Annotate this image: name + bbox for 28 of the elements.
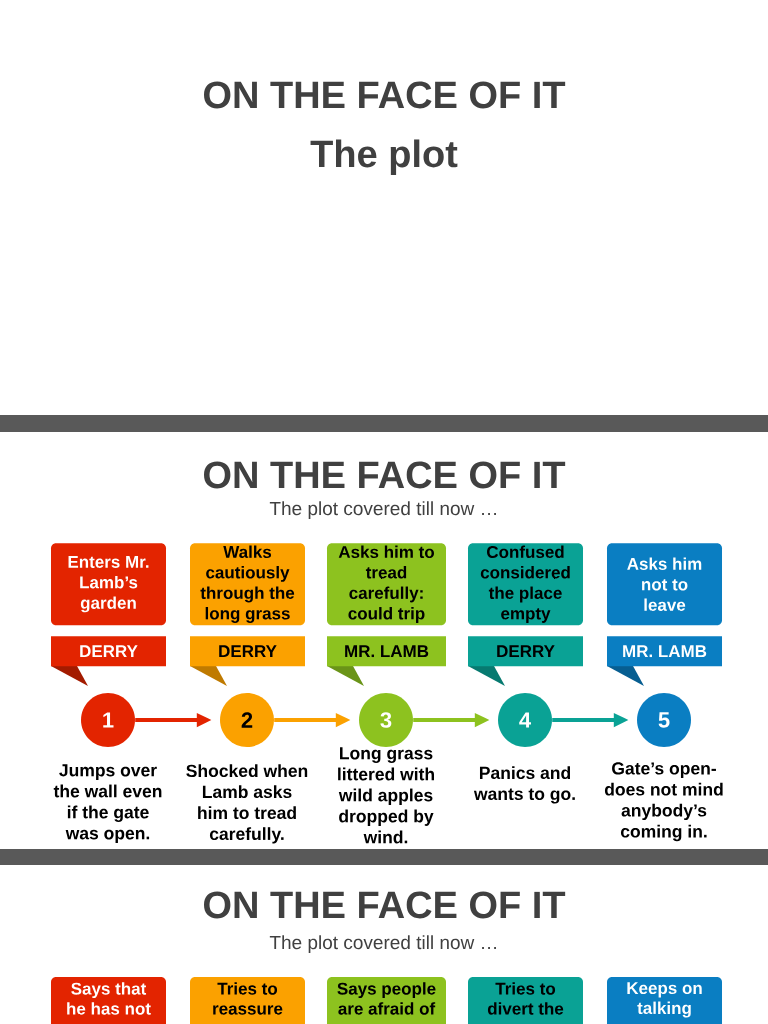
slide-subtitle: The plot [310,139,458,175]
callout-box: Says that he has not [51,977,166,1024]
callout-box: Tries to reassure [190,977,305,1024]
slide-title: ON THE FACE OF IT [204,891,566,919]
callout-box: Asks him to tread carefully: could trip [327,543,446,626]
divider-bar [0,415,768,432]
slide-subtitle: The plot covered till now … [269,935,496,953]
callout-box: Confused considered the place empty [468,543,583,626]
callout-box: Asks him not to leave [607,543,722,626]
description-text: Panics and wants to go. [473,766,575,804]
callout-box: Says people are afraid of [327,977,446,1024]
callout-box: Enters Mr. Lamb’s garden [51,543,166,626]
description-text: Long grass littered with wild apples dropped by wind. [338,747,434,844]
slide-subtitle: The plot covered till now … [269,501,496,519]
callout-box: Walks cautiously through the long grass [190,543,305,626]
name-banner: DERRY [51,636,166,686]
callout-box: Keeps on talking [607,977,722,1024]
name-banner: MR. LAMB [327,636,446,686]
divider-bar [0,849,768,865]
description-text: Shocked when Lamb asks him to tread carefully. [186,764,308,844]
name-banner: MR. LAMB [607,636,722,686]
name-banner: DERRY [190,636,305,686]
description-text: Jumps over the wall even if the gate was open. [53,764,162,843]
description-text: Gate’s open- does not mind anybody’s coming in. [604,762,723,842]
slide-title: ON THE FACE OF IT [204,81,566,109]
slide-title: ON THE FACE OF IT [204,461,566,489]
callout-box: Tries to divert the [468,977,583,1024]
name-banner: DERRY [468,636,583,686]
